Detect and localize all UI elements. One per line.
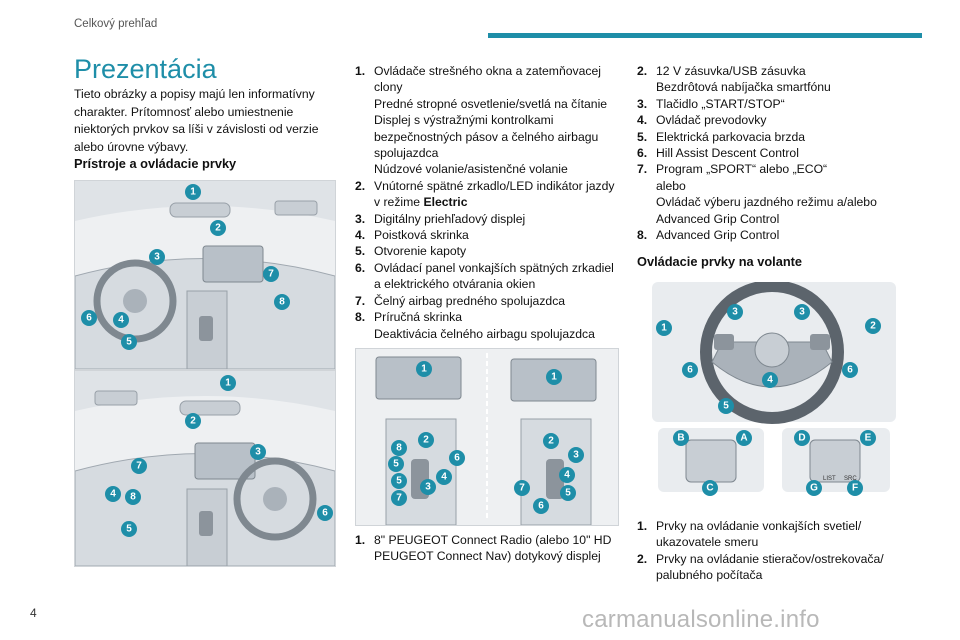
svg-text:7: 7: [268, 269, 274, 280]
svg-text:5: 5: [723, 401, 729, 412]
svg-text:4: 4: [118, 315, 124, 326]
svg-text:8: 8: [279, 297, 285, 308]
svg-text:4: 4: [767, 375, 773, 386]
page-title: Prezentácia: [74, 54, 217, 84]
list-button-label: LIST: [823, 476, 836, 482]
svg-text:6: 6: [86, 313, 92, 324]
dashboard-illustration-bottom: 1 2 3 7 4 8 5 6: [74, 370, 336, 567]
watermark: carmanualsonline.info: [582, 606, 820, 633]
list-item: 2. Vnútorné spätné zrkadlo/LED indikátor…: [355, 178, 615, 210]
svg-text:B: B: [677, 433, 684, 444]
svg-text:2: 2: [190, 416, 196, 427]
list-item: 5. Elektrická parkovacia brzda: [637, 129, 806, 144]
svg-text:7: 7: [519, 483, 525, 494]
svg-text:4: 4: [564, 470, 570, 481]
svg-text:4: 4: [110, 489, 116, 500]
svg-text:3: 3: [255, 447, 261, 458]
instruments-list: 1. Ovládače strešného okna a zatemňovace…: [355, 63, 617, 342]
svg-text:2: 2: [548, 436, 554, 447]
svg-text:7: 7: [396, 493, 402, 504]
svg-text:5: 5: [126, 337, 132, 348]
svg-text:1: 1: [421, 364, 427, 375]
svg-text:6: 6: [847, 365, 853, 376]
section-heading-steering: Ovládacie prvky na volante: [637, 254, 803, 269]
svg-text:5: 5: [565, 488, 571, 499]
list-item: 1. 8" PEUGEOT Connect Radio (alebo 10" H…: [355, 533, 612, 564]
svg-text:3: 3: [154, 252, 160, 263]
svg-text:C: C: [706, 483, 713, 494]
intro-paragraph: Tieto obrázky a popisy majú len informat…: [74, 87, 319, 154]
steering-controls-list: 1. Prvky na ovládanie vonkajších svetiel…: [637, 518, 927, 584]
list-item: 1. Prvky na ovládanie vonkajších svetiel…: [637, 519, 862, 550]
src-button-label: SRC: [844, 476, 857, 482]
svg-text:6: 6: [454, 453, 460, 464]
svg-text:1: 1: [225, 378, 231, 389]
svg-text:4: 4: [441, 472, 447, 483]
svg-text:1: 1: [661, 323, 667, 334]
header-accent-bar: [488, 33, 922, 38]
svg-text:G: G: [810, 483, 818, 494]
list-item: 6. Hill Assist Descent Control: [637, 146, 799, 161]
list-item: 3. Tlačidlo „START/STOP“: [637, 96, 785, 111]
dashboard-illustration-top: 1 2 3 7 8 6 4 5: [74, 180, 336, 370]
list-item: 5. Otvorenie kapoty: [355, 244, 467, 259]
list-item: 4. Poistková skrinka: [355, 228, 469, 243]
svg-text:1: 1: [551, 372, 557, 383]
svg-text:3: 3: [425, 482, 431, 493]
list-item: 8. Advanced Grip Control: [637, 228, 780, 243]
svg-text:5: 5: [396, 476, 402, 487]
svg-text:E: E: [865, 433, 872, 444]
svg-text:2: 2: [870, 321, 876, 332]
list-item: 2. 12 V zásuvka/USB zásuvka Bezdrôtová n…: [637, 64, 831, 95]
svg-text:8: 8: [396, 443, 402, 454]
page-number: 4: [30, 606, 37, 620]
svg-text:2: 2: [423, 435, 429, 446]
center-console-illustration: 1 1 2 8 6 5 4 3 5 7 2 3 4 7 5 6: [355, 348, 619, 526]
list-item: 3. Digitálny priehľadový displej: [355, 211, 526, 226]
svg-text:F: F: [852, 483, 858, 494]
svg-text:6: 6: [322, 508, 328, 519]
svg-text:3: 3: [732, 307, 738, 318]
svg-text:2: 2: [215, 223, 221, 234]
section-heading-instruments: Prístroje a ovládacie prvky: [74, 156, 237, 171]
svg-text:3: 3: [573, 450, 579, 461]
steering-wheel-illustration: LIST SRC 1 3 3 2 6 6 4 5 B A C D E G F: [652, 282, 896, 498]
svg-text:5: 5: [393, 459, 399, 470]
svg-text:6: 6: [687, 365, 693, 376]
svg-text:1: 1: [190, 187, 196, 198]
list-item: 7. Čelný airbag predného spolujazdca: [355, 293, 566, 308]
svg-text:6: 6: [538, 501, 544, 512]
svg-text:D: D: [798, 433, 805, 444]
svg-text:7: 7: [136, 461, 142, 472]
svg-text:5: 5: [126, 524, 132, 535]
console-list: 2. 12 V zásuvka/USB zásuvka Bezdrôtová n…: [637, 63, 927, 243]
svg-text:3: 3: [799, 307, 805, 318]
list-item: 6. Ovládací panel vonkajších spätných zr…: [355, 260, 614, 292]
list-item: 7. Program „SPORT“ alebo „ECO“ alebo Ovl…: [637, 162, 877, 226]
list-item: 2. Prvky na ovládanie stieračov/ostrekov…: [637, 551, 884, 583]
list-item: 4. Ovládač prevodovky: [637, 113, 767, 128]
console-list-first: 1. 8" PEUGEOT Connect Radio (alebo 10" H…: [355, 532, 617, 565]
running-header: Celkový prehľad: [74, 18, 158, 30]
svg-text:8: 8: [130, 492, 136, 503]
list-item: 1. Ovládače strešného okna a zatemňovace…: [355, 64, 608, 177]
list-item: 8. Príručná skrinka Deaktivácia čelného …: [355, 310, 595, 341]
svg-text:A: A: [740, 433, 747, 444]
